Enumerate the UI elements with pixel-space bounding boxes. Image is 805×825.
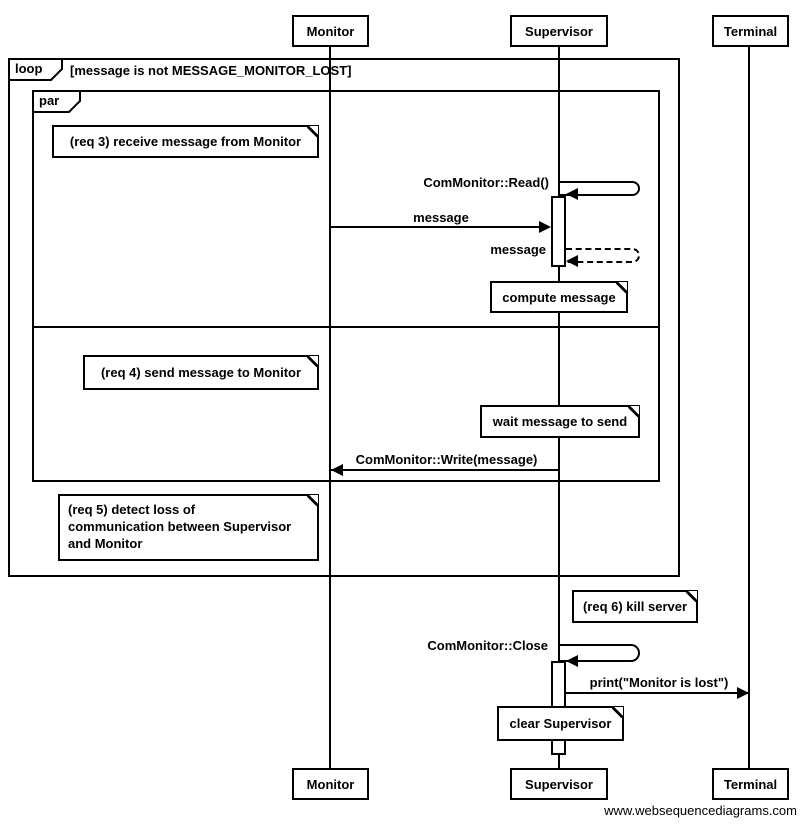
note-wait-message: wait message to send (480, 405, 640, 438)
participant-supervisor-top-label: Supervisor (525, 23, 593, 39)
participant-monitor-top-label: Monitor (306, 23, 355, 39)
message-to-supervisor-label: message (413, 210, 469, 225)
message-return-arrowhead (566, 255, 578, 267)
message-return-label: message (490, 242, 546, 257)
message-return-loop (566, 248, 640, 263)
note-req6-text: (req 6) kill server (582, 599, 688, 614)
participant-monitor-bottom-label: Monitor (306, 776, 355, 792)
note-clear-supervisor: clear Supervisor (497, 706, 624, 741)
message-print-arrowhead (737, 687, 749, 699)
note-req4-text: (req 4) send message to Monitor (100, 365, 302, 380)
par-divider-line (33, 326, 659, 328)
terminal-lifeline (748, 47, 750, 768)
note-req5-line3: and Monitor (68, 536, 143, 551)
participant-supervisor-bottom: Supervisor (510, 768, 608, 800)
close-selfcall-arrowhead (566, 655, 578, 667)
note-req3: (req 3) receive message from Monitor (52, 125, 319, 158)
note-req5: (req 5) detect loss of communication bet… (58, 494, 319, 561)
read-selfcall-loop (559, 181, 640, 196)
participant-terminal-top-label: Terminal (723, 23, 778, 39)
message-close-label: ComMonitor::Close (427, 638, 548, 653)
note-wait-message-text: wait message to send (492, 414, 628, 429)
participant-terminal-bottom-label: Terminal (723, 776, 778, 792)
participant-supervisor-bottom-label: Supervisor (525, 776, 593, 792)
participant-supervisor-top: Supervisor (510, 15, 608, 47)
message-to-supervisor-arrowhead (539, 221, 551, 233)
message-write-arrowhead (331, 464, 343, 476)
par-frame (32, 90, 660, 482)
note-req6: (req 6) kill server (572, 590, 698, 623)
loop-frame-label: loop (8, 58, 66, 82)
participant-terminal-bottom: Terminal (712, 768, 789, 800)
watermark-text: www.websequencediagrams.com (604, 803, 797, 818)
par-pentagon-shape (32, 90, 81, 113)
message-to-supervisor-line (331, 226, 541, 228)
supervisor-activation-read (551, 196, 566, 267)
participant-monitor-top: Monitor (292, 15, 369, 47)
note-compute-message-text: compute message (502, 289, 616, 305)
loop-label-text: loop (15, 61, 43, 76)
participant-monitor-bottom: Monitor (292, 768, 369, 800)
message-print-label: print("Monitor is lost") (589, 675, 729, 690)
message-write-line (331, 469, 558, 471)
loop-frame (8, 58, 680, 577)
par-frame-label: par (32, 90, 84, 114)
loop-pentagon-shape (8, 58, 63, 81)
message-read-label: ComMonitor::Read() (423, 175, 549, 190)
note-compute-message: compute message (490, 281, 628, 313)
monitor-lifeline (329, 47, 331, 768)
note-clear-supervisor-text: clear Supervisor (509, 716, 612, 731)
note-req5-line1: (req 5) detect loss of (68, 502, 196, 517)
note-req4: (req 4) send message to Monitor (83, 355, 319, 390)
close-selfcall-loop (559, 644, 640, 662)
loop-guard-text: [message is not MESSAGE_MONITOR_LOST] (70, 63, 352, 78)
note-req3-text: (req 3) receive message from Monitor (69, 134, 302, 149)
message-write-label: ComMonitor::Write(message) (355, 452, 538, 467)
note-req5-line2: communication between Supervisor (68, 519, 292, 534)
participant-terminal-top: Terminal (712, 15, 789, 47)
par-label-text: par (39, 93, 60, 108)
message-print-line (566, 692, 749, 694)
read-selfcall-arrowhead (566, 188, 578, 200)
